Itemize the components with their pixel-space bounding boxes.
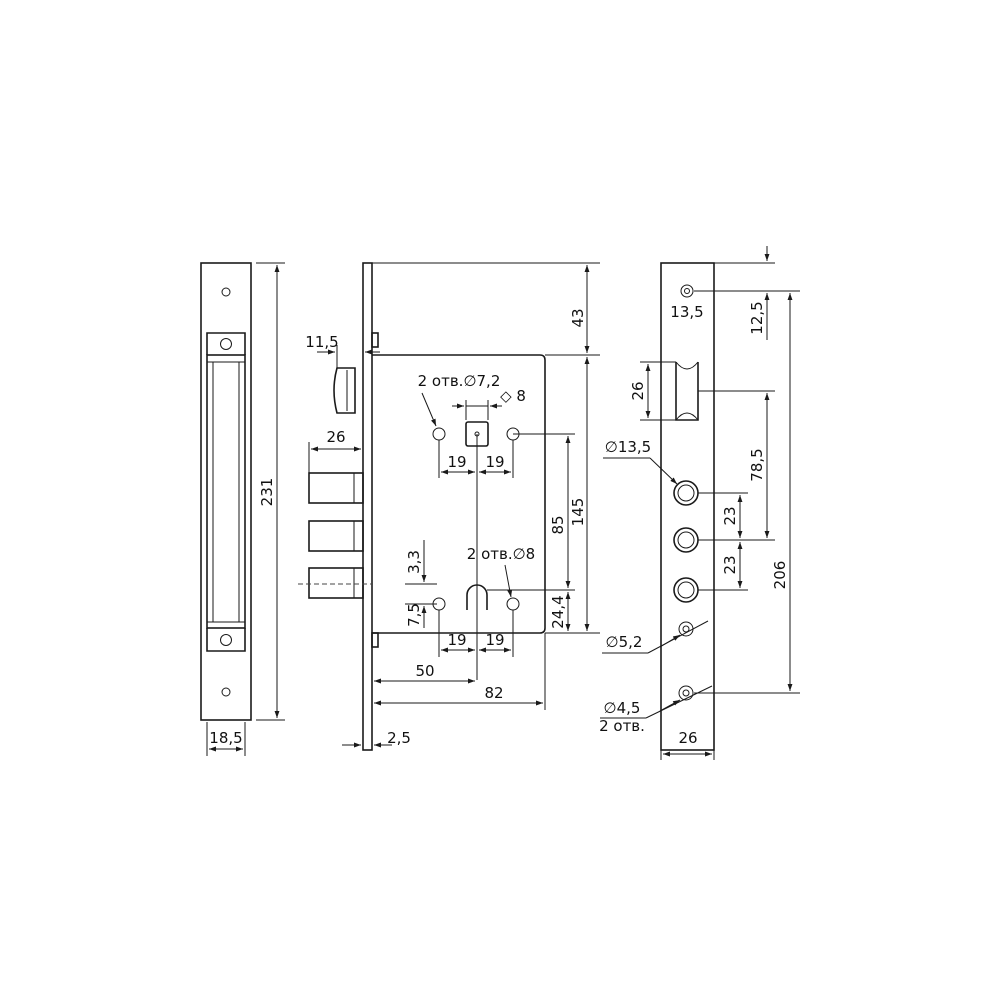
dim-slot-26: 26 [629, 361, 676, 421]
pitch-1-label: 23 [721, 506, 739, 525]
holes-8-label: 2 отв.∅8 [467, 545, 535, 563]
dim-206-label: 206 [771, 561, 789, 590]
dim-2-5: 2,5 [342, 729, 411, 748]
dim-12-5-label: 12,5 [748, 301, 766, 334]
strike-plate [200, 262, 252, 721]
hole-13-5-label: 13,5 [670, 303, 703, 321]
dim-206: 206 [694, 293, 800, 694]
strike-width-dimension: 18,5 [206, 722, 246, 756]
holes-7-2-label: 2 отв.∅7,2 [418, 372, 501, 390]
dim-7-5-label: 7,5 [405, 603, 423, 627]
dia-4-5-label: ∅4,5 [604, 699, 641, 717]
dim-145-label: 145 [569, 498, 587, 527]
callout-dia-13-5: ∅13,5 [603, 438, 678, 485]
dim-3-3-label: 3,3 [405, 550, 423, 574]
dim-11-5: 11,5 [305, 333, 380, 368]
strike-height-label: 231 [258, 478, 276, 507]
callout-dia-5-2: ∅5,2 [602, 620, 709, 654]
dim-lower-spacing: 19 19 [438, 610, 514, 657]
dim-43: 43 [372, 262, 600, 356]
dim-3-3-7-5: 3,3 7,5 [405, 540, 437, 628]
callout-holes-8: 2 отв.∅8 [467, 545, 535, 598]
dim-bolt-26: 26 [308, 428, 361, 473]
mount-count-label: 2 отв. [599, 717, 645, 735]
lower-spacing-right: 19 [485, 631, 504, 649]
dim-13-5-top: 13,5 [670, 303, 703, 321]
slot-26-label: 26 [629, 381, 647, 400]
dim-85: 85 [487, 433, 575, 591]
dim-85-label: 85 [549, 515, 567, 534]
lock-body [298, 262, 546, 751]
dim-145: 145 [545, 357, 600, 634]
dim-12-5: 12,5 [694, 246, 800, 340]
dim-82-label: 82 [484, 684, 503, 702]
dim-2-5-label: 2,5 [387, 729, 411, 747]
square-8-label: ◇ 8 [500, 387, 526, 405]
callout-square-8: ◇ 8 [452, 387, 526, 420]
dim-11-5-label: 11,5 [305, 333, 338, 351]
dim-82: 82 [374, 633, 546, 710]
upper-spacing-left: 19 [447, 453, 466, 471]
dim-78-5: 78,5 [698, 390, 775, 541]
strike-width-label: 18,5 [209, 729, 242, 747]
dim-50: 50 [374, 662, 475, 684]
dim-faceplate-width: 26 [660, 729, 715, 760]
pitch-2-label: 23 [721, 555, 739, 574]
dim-24-4: 24,4 [549, 592, 571, 631]
faceplate [660, 262, 715, 751]
dim-78-5-label: 78,5 [748, 448, 766, 481]
strike-height-dimension: 231 [256, 262, 285, 721]
callout-holes-7-2: 2 отв.∅7,2 [418, 372, 501, 427]
dim-upper-spacing: 19 19 [438, 440, 514, 478]
dim-pitch: 23 23 [698, 492, 748, 591]
faceplate-width-label: 26 [678, 729, 697, 747]
dim-bolt-26-label: 26 [326, 428, 345, 446]
dia-13-5-label: ∅13,5 [605, 438, 651, 456]
lower-spacing-left: 19 [447, 631, 466, 649]
callout-dia-4-5: ∅4,5 2 отв. [599, 685, 713, 735]
upper-spacing-right: 19 [485, 453, 504, 471]
dim-50-label: 50 [415, 662, 434, 680]
dia-5-2-label: ∅5,2 [606, 633, 643, 651]
dim-24-4-label: 24,4 [549, 595, 567, 628]
dim-43-label: 43 [569, 308, 587, 327]
